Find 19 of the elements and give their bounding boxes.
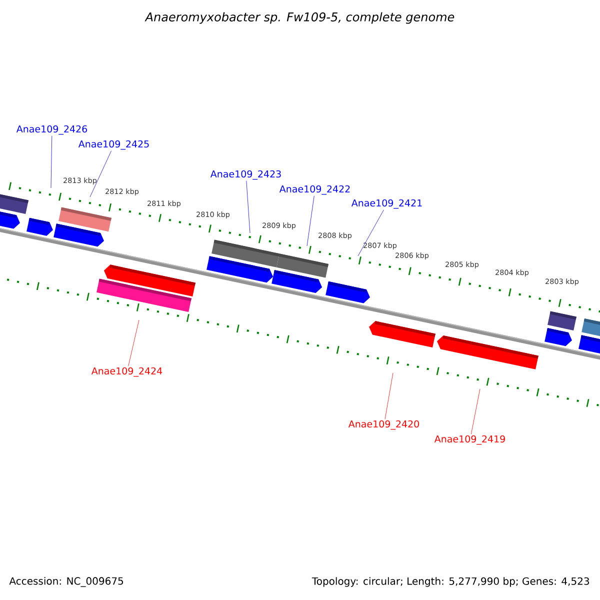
leader-line: [50, 136, 52, 188]
leader-line: [470, 388, 480, 434]
genome-info-text: Topology: circular; Length: 5,277,990 bp; Genes: 4,523: [312, 577, 589, 587]
leader-line: [306, 196, 314, 246]
leader-line: [128, 320, 140, 366]
gene-label: Anae109_2424: [91, 367, 162, 377]
gene-label: Anae109_2421: [351, 199, 422, 209]
gene-label: Anae109_2422: [279, 185, 350, 195]
gene-label: Anae109_2419: [434, 435, 505, 445]
leader-line: [90, 150, 112, 198]
leader-line: [384, 372, 394, 420]
leader-line: [246, 180, 250, 234]
gene-label: Anae109_2426: [16, 125, 87, 135]
accession-text: Accession: NC_009675: [9, 577, 124, 587]
gene-label: Anae109_2420: [348, 420, 419, 430]
gene-label: Anae109_2425: [78, 140, 149, 150]
title: Anaeromyxobacter sp. Fw109-5, complete genome: [144, 12, 454, 24]
gene-label: Anae109_2423: [210, 170, 281, 180]
leader-line: [358, 210, 384, 256]
